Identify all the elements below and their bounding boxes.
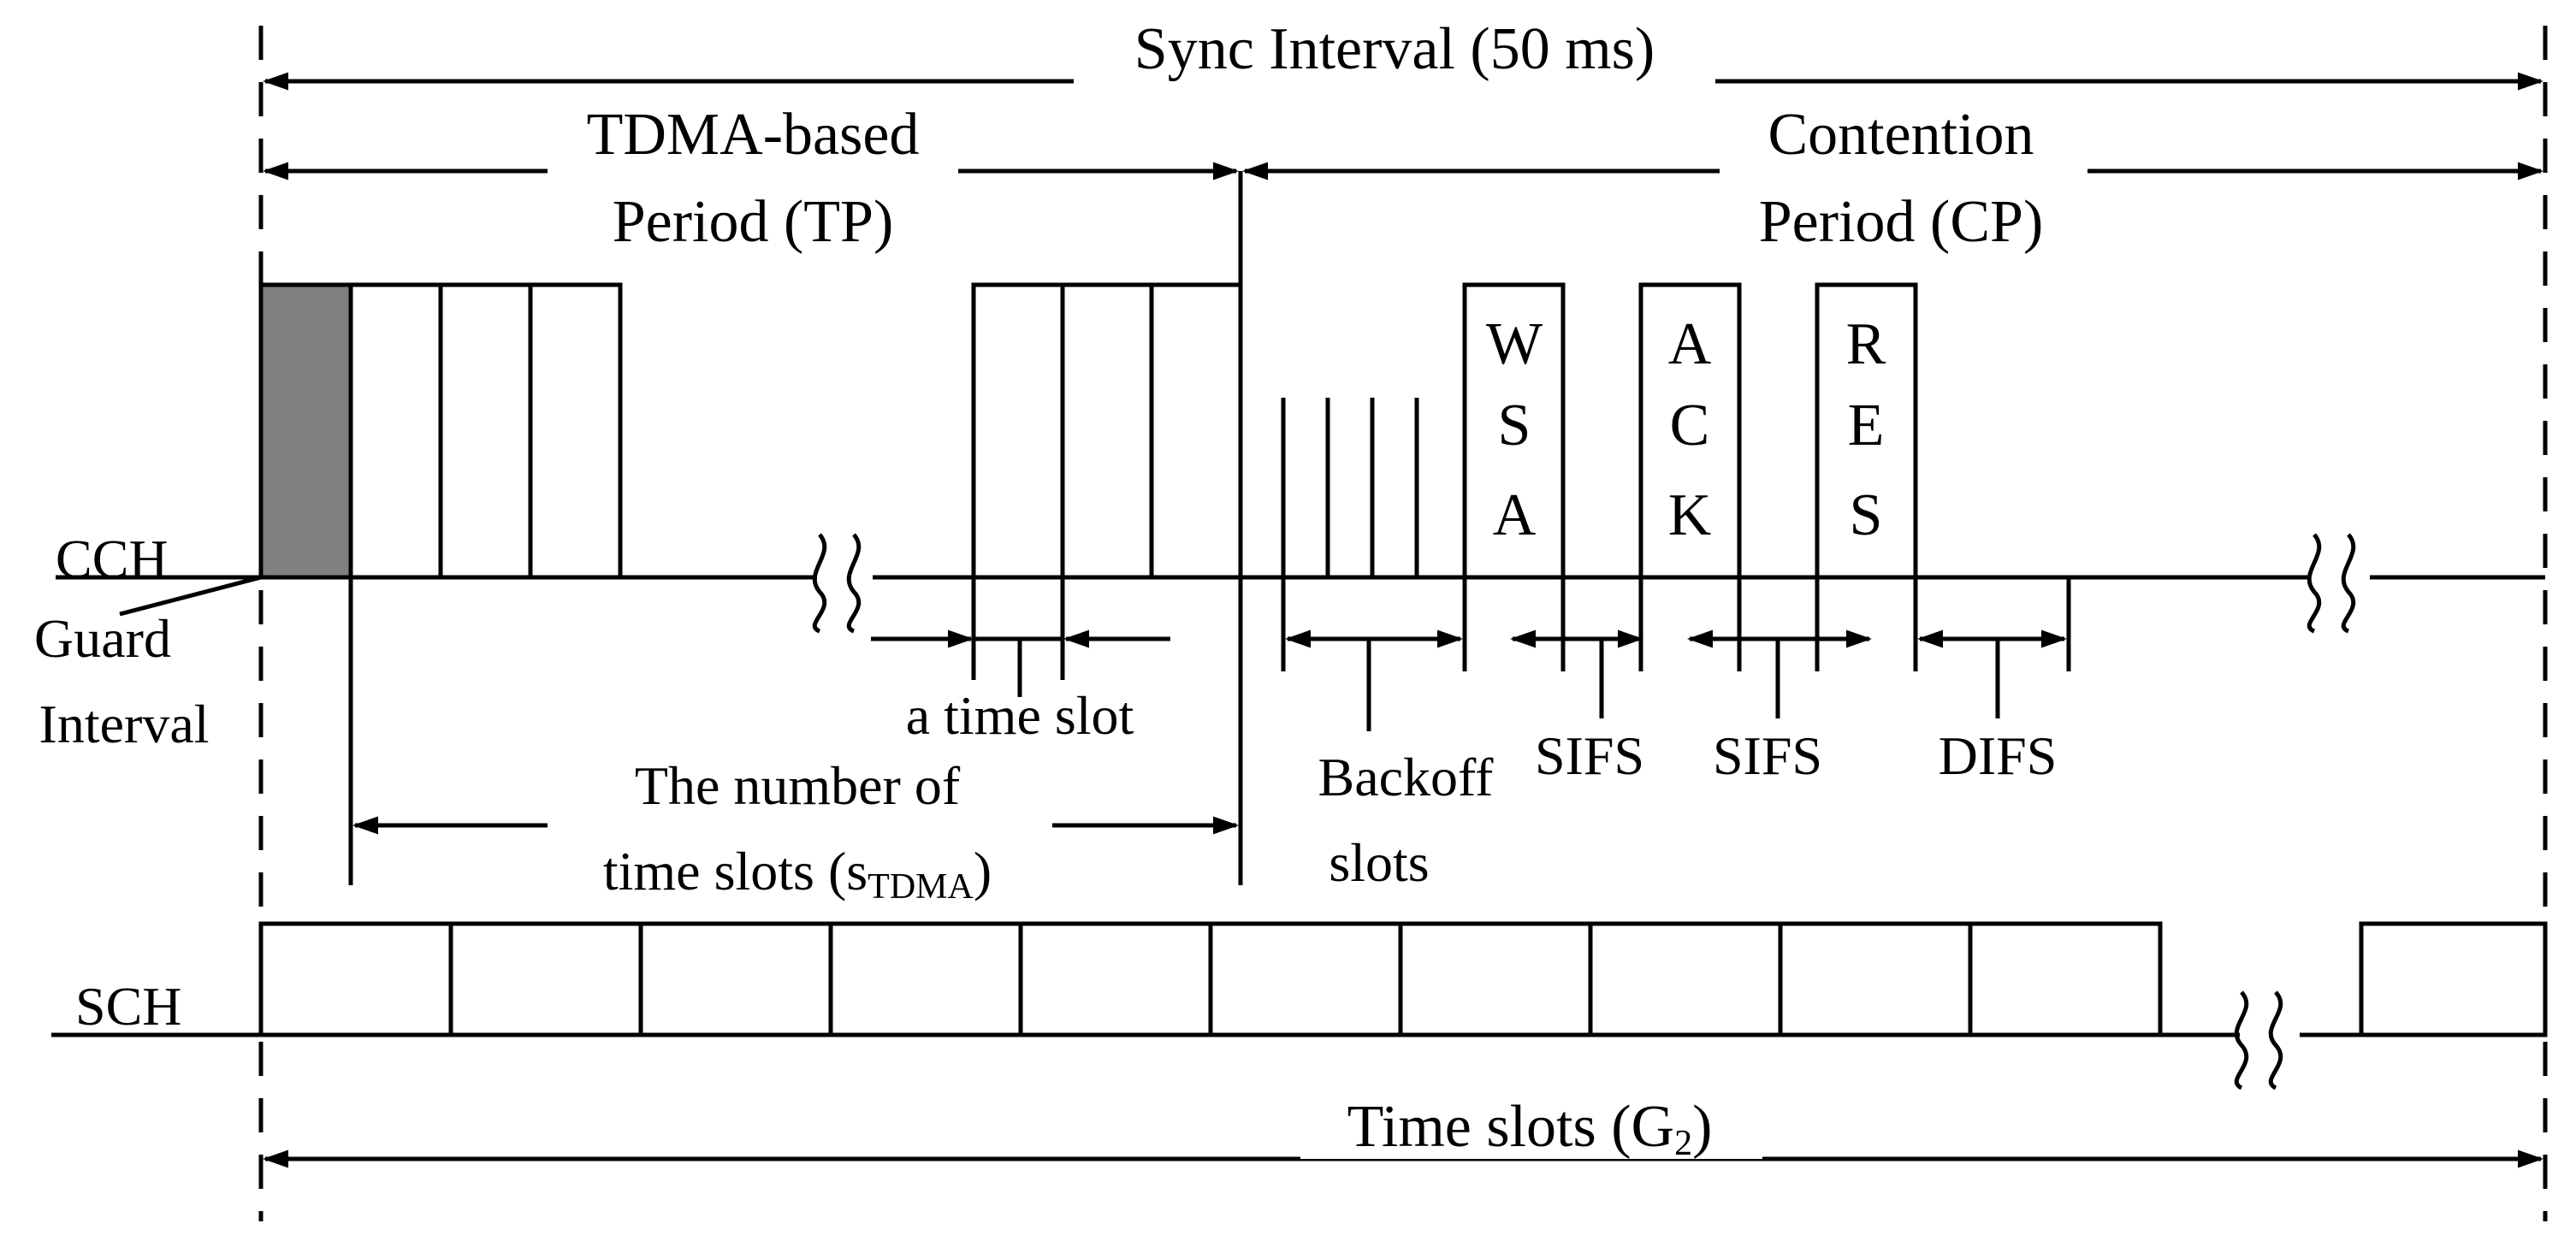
a-time-slot-label: a time slot xyxy=(906,685,1134,746)
g2-label-prefix: Time slots (G xyxy=(1347,1094,1675,1160)
ack-frame xyxy=(1638,282,1742,580)
sch-slot xyxy=(638,921,833,1037)
res-letter: R xyxy=(1846,311,1886,377)
wsa-letter: A xyxy=(1493,482,1537,548)
backoff-label-line2: slots xyxy=(1329,832,1429,893)
wsa-letter: S xyxy=(1498,393,1531,458)
guard-interval-label-line2: Interval xyxy=(39,694,210,754)
sifs-2-label: SIFS xyxy=(1713,725,1822,786)
sch-slot-row xyxy=(258,921,2163,1037)
res-frame xyxy=(1815,282,1918,580)
tp-slot xyxy=(348,282,443,580)
sch-slot xyxy=(1018,921,1213,1037)
sch-slot-last xyxy=(2359,921,2548,1037)
cch-label: CCH xyxy=(56,529,169,589)
cp-label-line1: Contention xyxy=(1768,102,2034,168)
tp-slot xyxy=(1149,282,1243,580)
g2-label-suffix: ) xyxy=(1692,1094,1712,1160)
cch-break-symbol-3 xyxy=(2307,533,2322,634)
guard-interval-label-line1: Guard xyxy=(34,608,171,669)
slots-label-suffix: ) xyxy=(974,841,992,901)
tp-slot xyxy=(971,282,1065,580)
tp-slot xyxy=(528,282,623,580)
tp-slot xyxy=(438,282,533,580)
difs-label: DIFS xyxy=(1939,725,2058,786)
ack-letter: K xyxy=(1668,482,1712,548)
sch-slot xyxy=(258,921,453,1037)
tp-label-line2: Period (TP) xyxy=(613,189,894,255)
slots-label-subscript: TDMA xyxy=(868,867,974,907)
tp-slot xyxy=(1060,282,1154,580)
tp-label-line1: TDMA-based xyxy=(587,102,920,168)
sch-break-symbol-1 xyxy=(2234,990,2249,1090)
wsa-frame xyxy=(1462,282,1566,580)
guard-interval-pointer xyxy=(119,575,262,617)
g2-label: Time slots (G2) xyxy=(1347,1094,1713,1163)
slots-label-line1: The number of xyxy=(635,755,961,816)
sch-slot xyxy=(1398,921,1593,1037)
sch-slot xyxy=(1778,921,1973,1037)
cch-break-symbol-2 xyxy=(846,533,862,634)
wsa-letter: W xyxy=(1486,311,1543,377)
res-letter: E xyxy=(1848,393,1885,458)
sch-slot xyxy=(448,921,643,1037)
sifs-1-label: SIFS xyxy=(1535,725,1644,786)
ack-letter: C xyxy=(1670,393,1710,458)
ack-letter: A xyxy=(1668,311,1712,377)
sch-slot xyxy=(828,921,1023,1037)
sch-label: SCH xyxy=(75,976,182,1037)
guard-interval-block xyxy=(258,282,353,580)
sch-slot xyxy=(1208,921,1403,1037)
slots-label-line2: time slots (sTDMA) xyxy=(603,841,992,907)
sync-interval-label: Sync Interval (50 ms) xyxy=(1134,16,1655,82)
sch-break-symbol-2 xyxy=(2268,990,2283,1090)
slots-label-prefix: time slots (s xyxy=(603,841,868,901)
cch-break-symbol-1 xyxy=(812,533,827,634)
sch-slot xyxy=(1968,921,2163,1037)
g2-label-subscript: 2 xyxy=(1674,1124,1692,1163)
backoff-label-line1: Backoff xyxy=(1318,747,1495,807)
cch-break-symbol-4 xyxy=(2341,533,2356,634)
cp-label-line2: Period (CP) xyxy=(1759,189,2044,255)
res-letter: S xyxy=(1850,482,1883,548)
sch-slot xyxy=(1588,921,1783,1037)
